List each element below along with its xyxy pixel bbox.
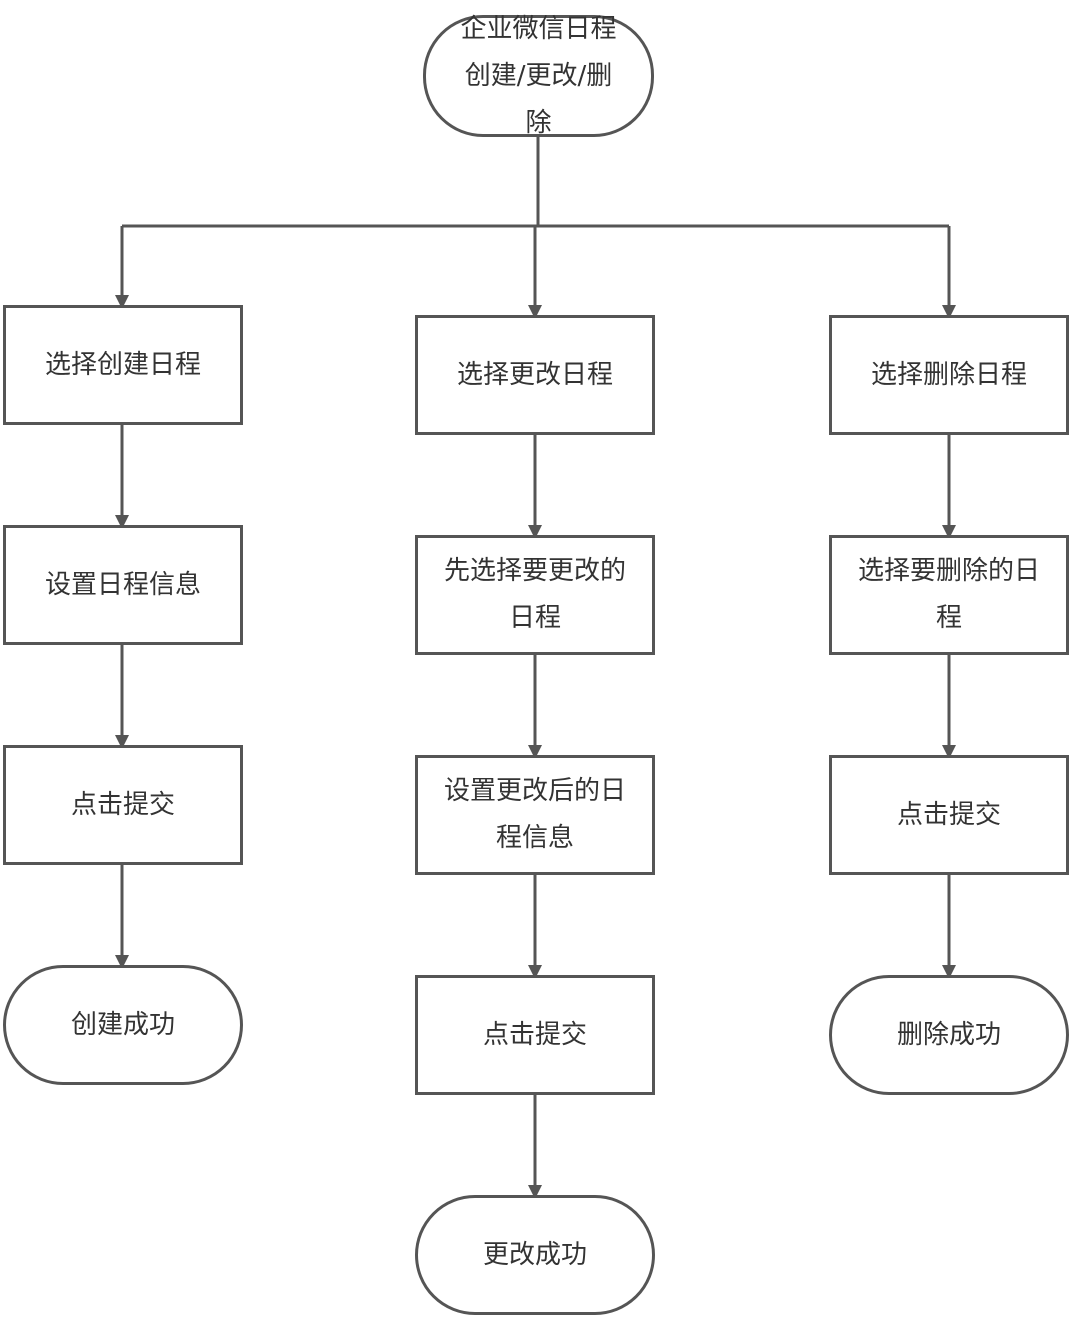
delete-success-label: 删除成功 [896,1019,1001,1050]
edit-select-node: 选择更改日程 [415,315,655,435]
edit-success-node: 更改成功 [415,1195,655,1315]
delete-pick-node: 选择要删除的日 程 [829,535,1069,655]
delete-submit-label: 点击提交 [896,799,1001,830]
delete-pick-label: 选择要删除的日 程 [857,556,1040,633]
create-select-node: 选择创建日程 [3,305,243,425]
edit-success-label: 更改成功 [482,1239,587,1270]
delete-select-node: 选择删除日程 [829,315,1069,435]
edit-set-node: 设置更改后的日 程信息 [415,755,655,875]
start-node: 企业微信日程 创建/更改/删 除 [423,14,654,138]
create-set-node: 设置日程信息 [3,525,243,645]
create-submit-label: 点击提交 [70,789,175,820]
edit-select-label: 选择更改日程 [456,359,613,390]
edit-submit-label: 点击提交 [482,1019,587,1050]
edit-set-label: 设置更改后的日 程信息 [443,776,626,853]
create-success-node: 创建成功 [3,965,243,1085]
edit-pick-label: 先选择要更改的 日程 [443,556,626,633]
delete-submit-node: 点击提交 [829,755,1069,875]
edit-pick-node: 先选择要更改的 日程 [415,535,655,655]
delete-select-label: 选择删除日程 [870,359,1027,390]
start-node-label: 企业微信日程 创建/更改/删 除 [460,14,617,138]
delete-success-node: 删除成功 [829,975,1069,1095]
create-set-label: 设置日程信息 [44,569,201,600]
create-select-label: 选择创建日程 [44,349,201,380]
create-success-label: 创建成功 [70,1009,175,1040]
edit-submit-node: 点击提交 [415,975,655,1095]
create-submit-node: 点击提交 [3,745,243,865]
